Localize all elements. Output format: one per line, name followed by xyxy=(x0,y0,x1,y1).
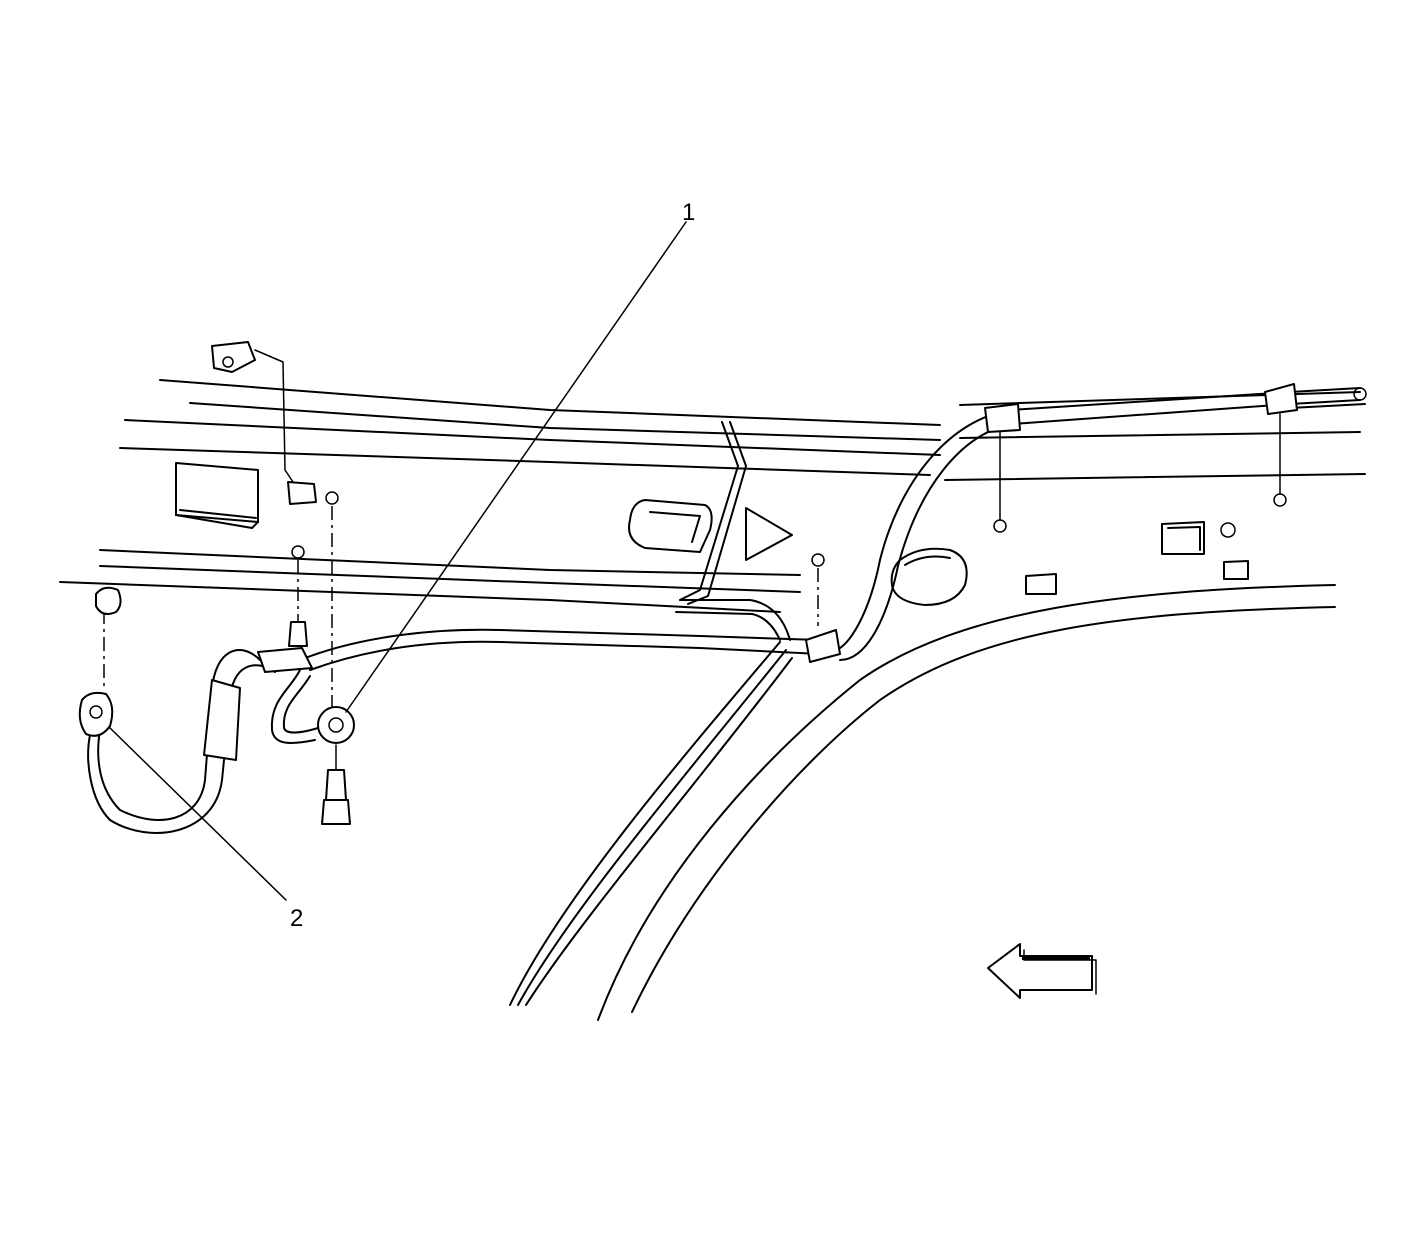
windshield-opening xyxy=(509,584,1336,1021)
callout-label-1: 1 xyxy=(682,199,695,226)
panel-openings xyxy=(175,462,1249,606)
ground-terminal xyxy=(78,586,122,737)
direction-arrow-icon xyxy=(987,943,1097,999)
fasteners xyxy=(103,506,819,825)
callout-label-2: 2 xyxy=(290,905,303,932)
callout-leaders xyxy=(109,221,687,901)
retainer-clip xyxy=(211,341,317,505)
fastener-holes xyxy=(291,491,1287,567)
roof-panel-lines xyxy=(59,379,1366,613)
harness-clips xyxy=(257,383,1298,673)
wiring-harness xyxy=(87,387,1367,834)
